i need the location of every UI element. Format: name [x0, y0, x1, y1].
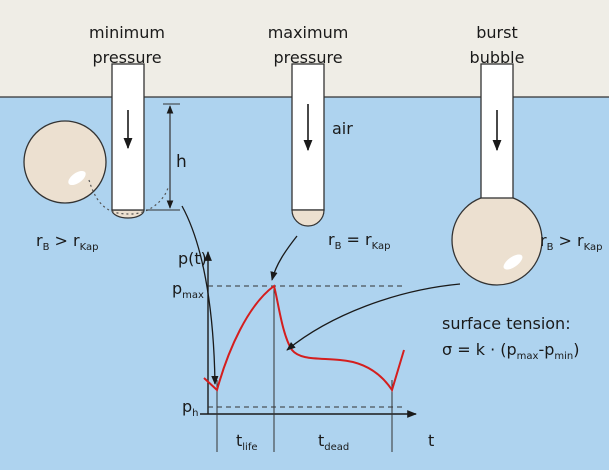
relation-middle: rB = rKap: [328, 230, 390, 252]
bubble-highlight: [68, 170, 86, 186]
x-axis-label: t: [428, 431, 434, 450]
t-dead-label: tdead: [318, 431, 349, 453]
heading-maximum-pressure-line1: maximum: [268, 23, 349, 42]
capillary-minimum: [23, 63, 169, 219]
arrow-minimum-to-graph: [181, 205, 219, 385]
bubble-large: [451, 194, 543, 286]
relation-left: rB > rKap: [36, 231, 98, 253]
heading-minimum-pressure-line2: pressure: [92, 48, 161, 67]
capillary-tube: [291, 63, 325, 211]
capillary-burst: [451, 63, 543, 286]
bubble-hemisphere: [291, 209, 325, 227]
pmax-label: pmax: [172, 279, 204, 301]
t-life-label: tlife: [236, 431, 258, 453]
heading-burst-bubble-line1: burst: [476, 23, 517, 42]
dotted-outline: [88, 179, 169, 215]
surface-tension-formula: σ = k · (pmax-pmin): [442, 340, 579, 362]
heading-burst-bubble-line2: bubble: [470, 48, 525, 67]
arrow-maximum-to-graph: [270, 235, 298, 281]
bubble-detached: [23, 120, 107, 204]
depth-label: h: [176, 152, 187, 172]
capillary-maximum: [291, 63, 325, 227]
heading-maximum-pressure-line2: pressure: [273, 48, 342, 67]
bubble-highlight: [503, 254, 523, 270]
surface-tension-title: surface tension:: [442, 314, 571, 333]
air-label: air: [332, 119, 353, 138]
arrow-burst-to-graph: [286, 283, 461, 351]
ph-label: ph: [182, 397, 199, 419]
heading-minimum-pressure-line1: minimum: [89, 23, 165, 42]
relation-right: rB > rKap: [540, 231, 602, 253]
